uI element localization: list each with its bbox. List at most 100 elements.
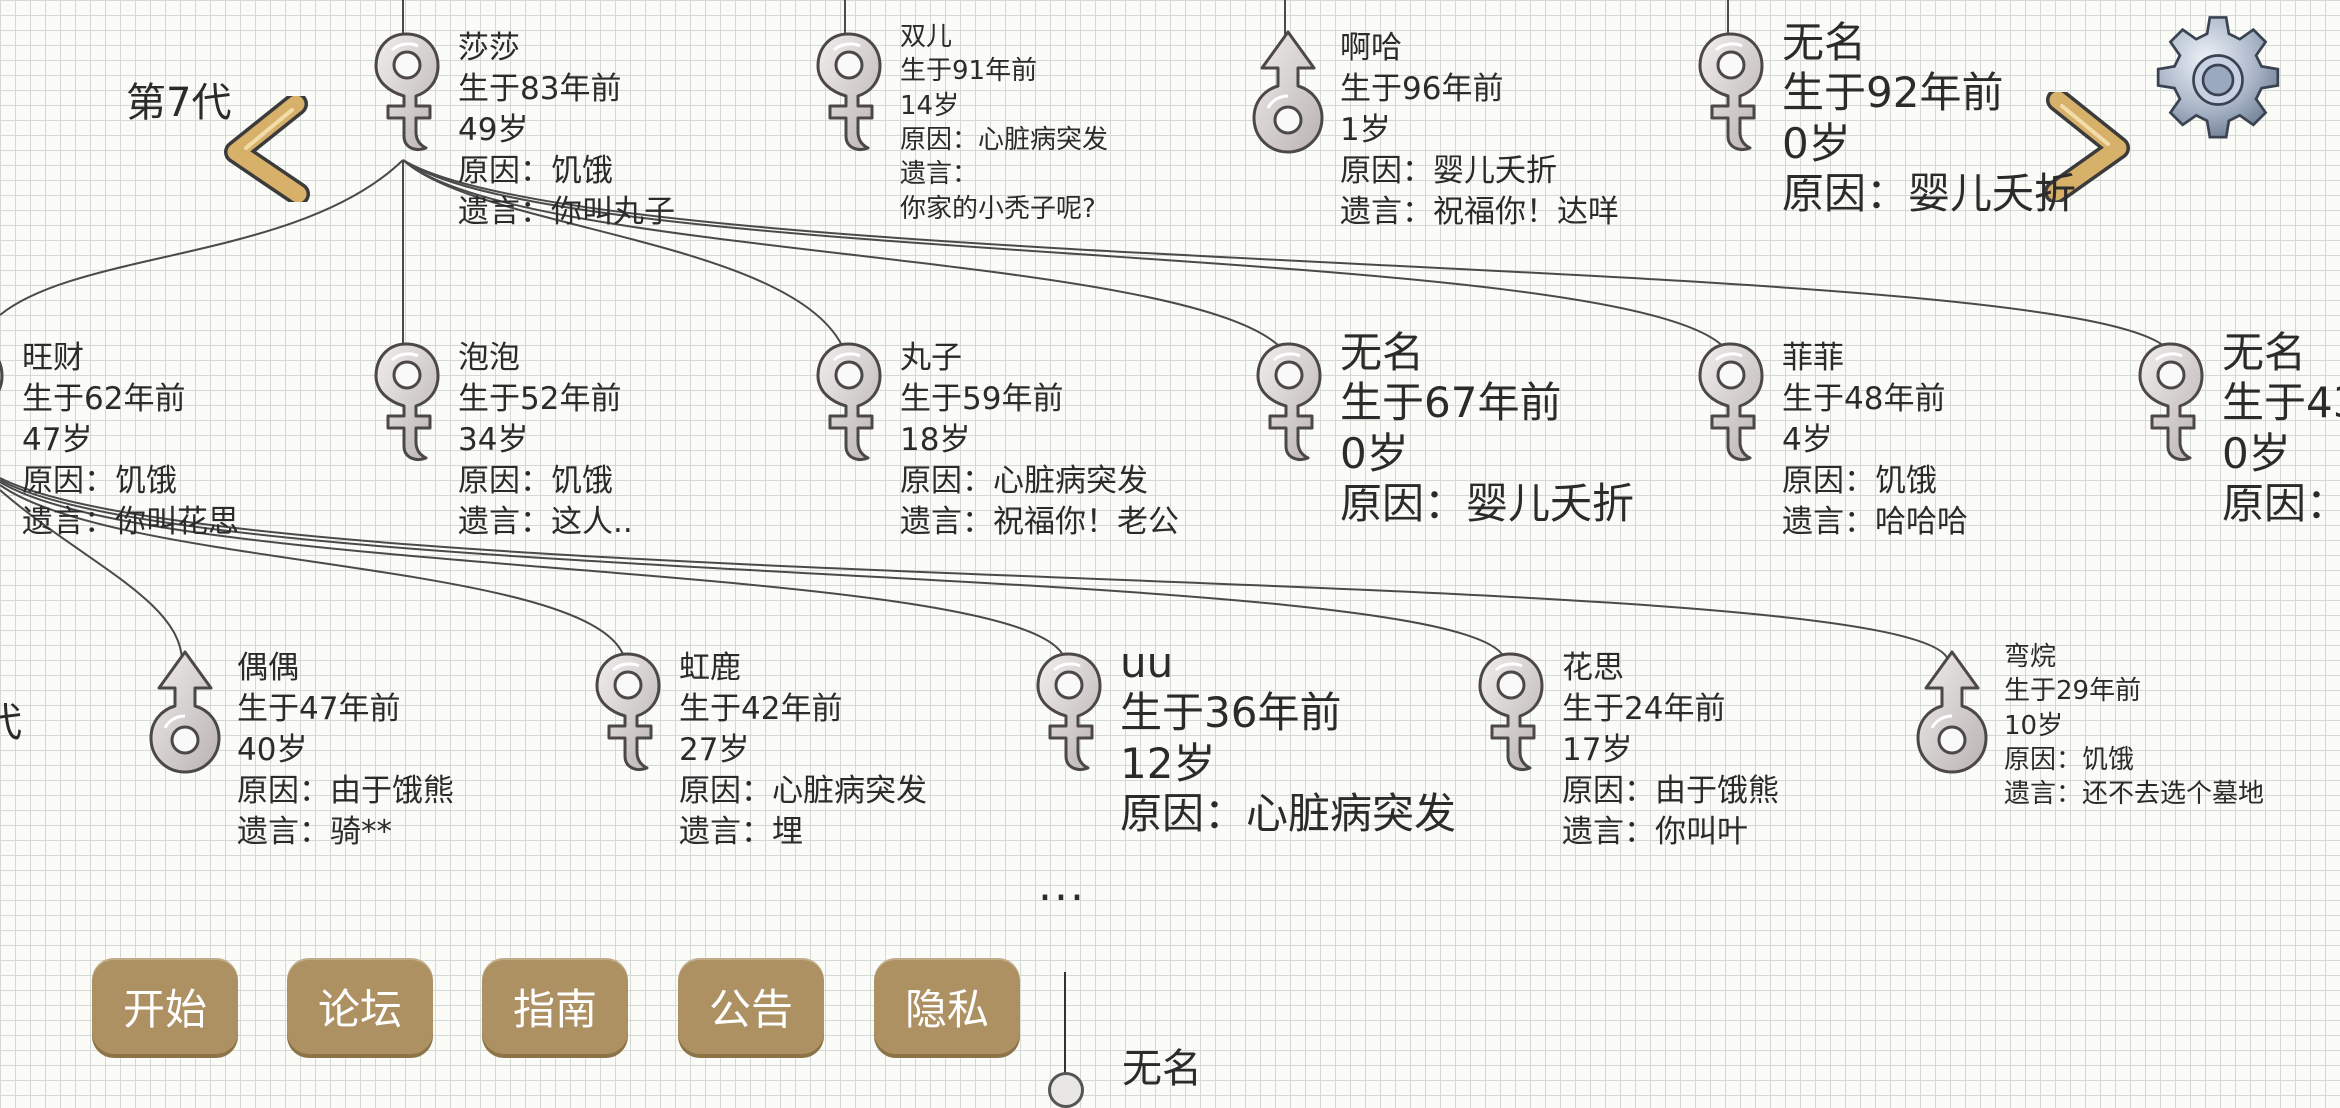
male-symbol-icon xyxy=(1916,650,1988,774)
person-last-words: 遗言：你叫叶 xyxy=(1562,813,1748,850)
female-symbol-icon xyxy=(1036,652,1102,771)
person-age: 17岁 xyxy=(1562,731,1633,768)
person-last-words-cont: 你家的小秃子呢? xyxy=(900,193,1096,224)
person-name: 无名 xyxy=(2222,328,2307,377)
person-death-cause: 原因：婴儿夭折 xyxy=(1340,479,1635,529)
person-name: 偶偶 xyxy=(237,650,299,686)
person-birth: 生于29年前 xyxy=(2004,676,2142,707)
female-symbol-icon xyxy=(816,32,882,151)
more-ellipsis[interactable]: ... xyxy=(1038,860,1086,911)
male-symbol-icon xyxy=(1252,30,1324,154)
person-last-words: 遗言：还不去选个墓地 xyxy=(2004,779,2265,810)
person-age: 0岁 xyxy=(2222,428,2291,478)
male-symbol-icon xyxy=(149,650,221,774)
person-age: 12岁 xyxy=(1120,738,1216,788)
female-symbol-icon xyxy=(1478,652,1544,771)
person-birth: 生于24年前 xyxy=(1562,690,1726,727)
person-info: 啊哈生于96年前 1岁原因：婴儿夭折遗言：祝福你！达咩 xyxy=(1340,28,1619,233)
person-last-words: 遗言：埋 xyxy=(679,813,803,850)
person-name: 双儿 xyxy=(900,22,953,52)
guide-button[interactable]: 指南 xyxy=(482,958,628,1054)
person-name: 虹鹿 xyxy=(679,650,741,686)
generation-label: 第7代 xyxy=(126,80,232,126)
female-symbol-icon xyxy=(816,342,882,461)
person-age: 27岁 xyxy=(679,731,750,768)
privacy-button[interactable]: 隐私 xyxy=(874,958,1020,1054)
stem-line xyxy=(1064,972,1066,1080)
female-symbol-icon xyxy=(374,32,440,151)
person-age: 18岁 xyxy=(900,421,971,458)
female-symbol-icon xyxy=(374,342,440,461)
person-birth: 生于48年前 xyxy=(1782,380,1946,417)
person-name: 无名 xyxy=(1122,1046,1202,1092)
person-death-cause: 原因：心脏病突发 xyxy=(679,772,927,809)
person-last-words: 遗言：骑** xyxy=(237,813,392,850)
person-name: 丸子 xyxy=(900,340,962,376)
person-age: 1岁 xyxy=(1340,111,1391,148)
person-last-words: 遗言：哈哈哈 xyxy=(1782,503,1968,540)
person-birth: 生于52年前 xyxy=(458,380,622,417)
child-node-icon[interactable] xyxy=(1048,1072,1084,1108)
person-birth: 生于47年前 xyxy=(237,690,401,727)
person-death-cause: 原因：婴儿夭折 xyxy=(1340,152,1557,189)
female-symbol-icon xyxy=(1698,32,1764,151)
forum-button[interactable]: 论坛 xyxy=(287,958,433,1054)
person-birth: 生于67年前 xyxy=(1340,378,1562,428)
branch-line xyxy=(402,159,846,353)
branch-line xyxy=(0,477,1949,661)
person-age: 34岁 xyxy=(458,421,529,458)
female-symbol-icon xyxy=(1256,342,1322,461)
person-birth: 生于62年前 xyxy=(22,380,186,417)
person-name: 莎莎 xyxy=(458,30,520,66)
person-death-cause: 原因：饥饿 xyxy=(2004,744,2135,775)
person-death-cause: 原因： xyxy=(2222,479,2340,529)
branch-line xyxy=(402,159,2171,353)
person-birth: 生于91年前 xyxy=(900,56,1038,87)
person-last-words: 遗言：祝福你！达咩 xyxy=(1340,193,1619,230)
person-info: 偶偶生于47年前 40岁原因：由于饿熊遗言：骑** xyxy=(237,648,454,853)
person-age: 40岁 xyxy=(237,731,308,768)
person-death-cause: 原因：心脏病突发 xyxy=(900,124,1109,155)
prev-generation-arrow-icon[interactable] xyxy=(222,96,314,202)
next-generation-arrow-icon[interactable] xyxy=(2040,92,2132,202)
person-death-cause: 原因：心脏病突发 xyxy=(900,462,1148,499)
family-tree-lines xyxy=(0,0,2171,661)
branch-line xyxy=(0,484,626,661)
person-birth: 生于36年前 xyxy=(1120,688,1342,738)
person-name: 泡泡 xyxy=(458,340,520,376)
person-name: 弯烷 xyxy=(2004,642,2057,672)
person-age: 47岁 xyxy=(22,421,93,458)
person-birth: 生于92年前 xyxy=(1782,68,2004,118)
person-birth: 生于59年前 xyxy=(900,380,1064,417)
person-age: 10岁 xyxy=(2004,710,2064,741)
female-symbol-icon xyxy=(1698,342,1764,461)
person-death-cause: 原因：饥饿 xyxy=(22,462,177,499)
person-last-words: 遗言： xyxy=(900,159,979,190)
person-last-words: 遗言：你叫花思 xyxy=(22,503,239,540)
person-birth: 生于96年前 xyxy=(1340,70,1504,107)
settings-gear-icon[interactable] xyxy=(2150,12,2286,148)
person-info: 无名生于43年前0岁原因： xyxy=(2222,328,2340,530)
person-age: 0岁 xyxy=(1340,428,1409,478)
person-death-cause: 原因：饥饿 xyxy=(458,152,613,189)
branch-line xyxy=(0,159,404,316)
previous-generation-label: 代 xyxy=(0,700,22,746)
person-name: 啊哈 xyxy=(1340,30,1402,66)
person-death-cause: 原因：由于饿熊 xyxy=(237,772,454,809)
branch-line xyxy=(402,159,1286,353)
person-last-words: 遗言：祝福你！老公 xyxy=(900,503,1179,540)
person-death-cause: 原因：饥饿 xyxy=(458,462,613,499)
start-button[interactable]: 开始 xyxy=(92,958,238,1054)
female-symbol-icon xyxy=(0,360,4,392)
branch-line xyxy=(0,479,1506,661)
person-age: 0岁 xyxy=(1782,118,1851,168)
notice-button[interactable]: 公告 xyxy=(678,958,824,1054)
